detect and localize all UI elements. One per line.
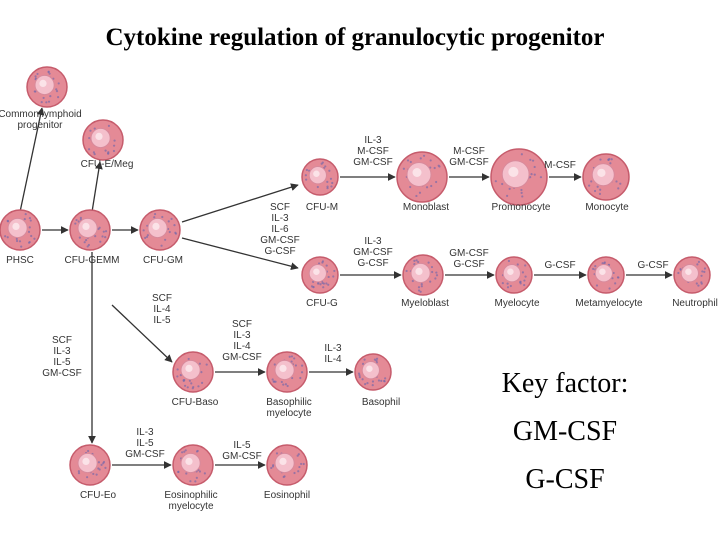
cell-neutrophil	[673, 256, 711, 294]
cell-label-cfu-e-meg: CFU-E/Meg	[81, 159, 134, 170]
cell-myeloblast	[402, 254, 444, 296]
arrow-5	[181, 237, 299, 271]
cell-label-cfu-m: CFU-M	[306, 202, 338, 213]
cell-cfu-gm	[139, 209, 181, 251]
cell-label-cfu-baso: CFU-Baso	[172, 397, 219, 408]
cell-label-basophil: Basophil	[362, 397, 400, 408]
factor-label-to-metamyelocyte: G-CSF	[544, 260, 575, 271]
cell-monoblast	[396, 151, 448, 203]
cell-label-metamyelocyte: Metamyelocyte	[575, 298, 643, 309]
cell-basophil	[354, 353, 392, 391]
cell-clp	[26, 66, 68, 108]
key-factor-gm-csf: GM-CSF	[512, 416, 618, 447]
cell-cfu-g	[301, 256, 339, 294]
cell-cfu-e-meg	[82, 119, 124, 161]
cell-label-cfu-eo: CFU-Eo	[80, 490, 117, 501]
cell-basophilic-myelocyte	[266, 351, 308, 393]
cell-label-monoblast: Monoblast	[403, 202, 449, 213]
arrow-1	[91, 161, 103, 213]
cell-myelocyte	[495, 256, 533, 294]
cell-label-cfu-gm: CFU-GM	[143, 255, 183, 266]
arrow-14	[111, 304, 173, 363]
cell-label-monocyte: Monocyte	[585, 202, 629, 213]
key-factor-g-csf: G-CSF	[525, 464, 605, 495]
page-title: Cytokine regulation of granulocytic prog…	[105, 24, 605, 51]
cell-label-eosinophil: Eosinophil	[264, 490, 310, 501]
cell-metamyelocyte	[587, 256, 625, 294]
cell-label-myeloblast: Myeloblast	[401, 298, 449, 309]
cell-cfu-gemm	[69, 209, 111, 251]
cell-cfu-m	[301, 158, 339, 196]
factor-label-to-neutrophil: G-CSF	[637, 260, 668, 271]
cell-eosinophil	[266, 444, 308, 486]
cell-phsc	[0, 209, 41, 251]
cell-label-myelocyte: Myelocyte	[494, 298, 539, 309]
cell-monocyte	[582, 153, 630, 201]
arrow-0	[19, 107, 45, 213]
key-factor-heading: Key factor:	[501, 368, 629, 399]
cell-promonocyte	[490, 148, 548, 206]
key-factor-box: Key factor: GM-CSF G-CSF	[470, 360, 660, 504]
cell-label-neutrophil: Neutrophil	[672, 298, 718, 309]
cell-label-cfu-g: CFU-G	[306, 298, 338, 309]
arrow-4	[181, 183, 299, 223]
cell-layer	[0, 66, 711, 486]
arrow-layer	[19, 107, 673, 469]
cell-label-phsc: PHSC	[6, 255, 34, 266]
cell-label-cfu-gemm: CFU-GEMM	[65, 255, 120, 266]
cell-label-promonocyte: Promonocyte	[492, 202, 551, 213]
cell-cfu-eo	[69, 444, 111, 486]
factor-label-to-monocyte: M-CSF	[544, 160, 576, 171]
cell-cfu-baso	[172, 351, 214, 393]
cell-eosinophilic-myelocyte	[172, 444, 214, 486]
